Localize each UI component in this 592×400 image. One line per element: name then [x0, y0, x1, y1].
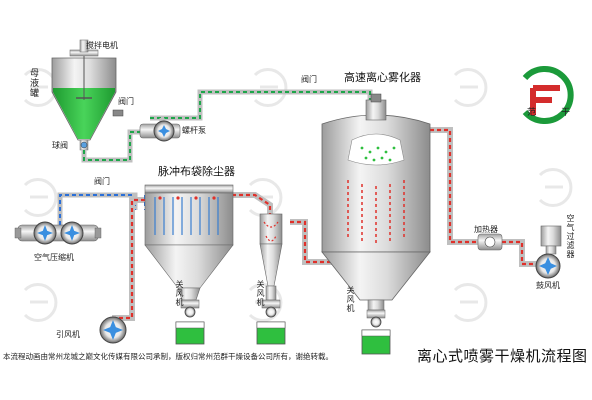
rotary-valve-1	[175, 299, 205, 345]
screw-pump	[139, 120, 181, 142]
pulse-filter-label: 脉冲布袋除尘器	[158, 165, 235, 178]
air-filter-label: 空气过滤器	[566, 214, 575, 259]
air-valve-label: 阀门	[94, 177, 110, 186]
diagram-title: 离心式喷雾干燥机流程图	[417, 347, 588, 365]
pulse-bag-filter	[144, 184, 234, 301]
valve-label: 阀门	[118, 97, 134, 106]
cyclone-separator	[259, 213, 283, 301]
induced-draft-fan	[99, 316, 127, 344]
air-compressor	[14, 221, 102, 245]
screw-pump-label: 螺杆泵	[182, 126, 206, 135]
blower-label: 鼓风机	[536, 281, 560, 290]
liquid-feed-pipes	[81, 89, 373, 163]
top-valve-label: 阀门	[301, 75, 317, 84]
spray-dryer-chamber	[321, 93, 431, 311]
air-filter	[540, 225, 562, 255]
mother-tank-label: 母液罐	[28, 68, 38, 98]
agitator-motor-label: 搅拌电机	[86, 41, 118, 50]
blower-fan	[535, 253, 561, 279]
brand-logo	[522, 66, 574, 124]
induced-fan-label: 引风机	[56, 330, 80, 339]
rotary-valve-3	[361, 309, 391, 355]
ball-valve-label: 球阀	[52, 141, 68, 150]
rotary-valve-2	[256, 299, 286, 345]
air-compressor-label: 空气压缩机	[34, 253, 74, 262]
heater	[477, 233, 503, 251]
watermark-logos	[23, 68, 573, 322]
mother-liquor-tank	[51, 39, 117, 151]
tank-valve	[112, 109, 124, 117]
copyright-footer: 本流程动画由常州龙城之巅文化传媒有限公司承制，版权归常州范群干燥设备公司所有，谢…	[3, 352, 333, 361]
atomizer-label: 高速离心雾化器	[344, 71, 421, 84]
shutoff-fan-1-label: 关风机	[175, 280, 184, 307]
shutoff-fan-3-label: 关风机	[346, 286, 355, 313]
brand-char-right: 干	[561, 108, 571, 118]
heater-label: 加热器	[474, 225, 498, 234]
brand-char-left: 范	[527, 108, 537, 118]
shutoff-fan-2-label: 关风机	[256, 280, 265, 307]
